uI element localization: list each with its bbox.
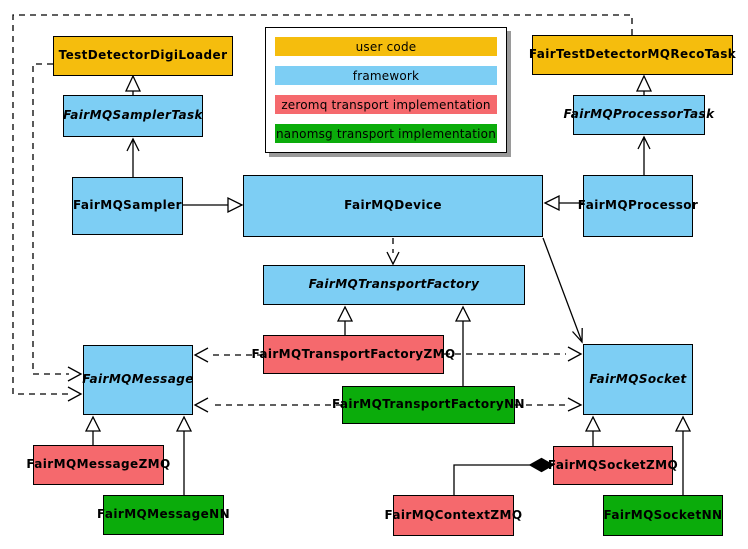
node-fairmqsamplertask: FairMQSamplerTask (63, 95, 203, 137)
node-fairmqtransportfactoryzmq: FairMQTransportFactoryZMQ (251, 335, 455, 374)
inheritance-arrow (84, 74, 692, 495)
dependency-arrow (12, 14, 633, 413)
legend-item-nanomsg: nanomsg transport implementation (275, 124, 497, 143)
legend-item-user-code: user code (275, 37, 497, 56)
node-fairmqmessagenn: FairMQMessageNN (97, 495, 230, 535)
legend-item-zeromq: zeromq transport implementation (275, 95, 497, 114)
legend-item-framework: framework (275, 66, 497, 85)
legend: user code framework zeromq transport imp… (265, 27, 507, 153)
node-fairmqdevice: FairMQDevice (243, 175, 543, 237)
node-fairmqtransportfactorynn: FairMQTransportFactoryNN (332, 386, 525, 424)
node-fairtestdetectormqrecotask: FairTestDetectorMQRecoTask (529, 35, 736, 75)
node-testdetectordigiloader: TestDetectorDigiLoader (53, 36, 233, 76)
node-fairmqsocket: FairMQSocket (583, 344, 693, 415)
node-fairmqcontextzmq: FairMQContextZMQ (385, 495, 522, 536)
node-fairmqsampler: FairMQSampler (72, 177, 183, 235)
node-fairmqprocessortask: FairMQProcessorTask (564, 95, 714, 135)
node-fairmqsocketnn: FairMQSocketNN (603, 495, 723, 536)
node-fairmqtransportfactory: FairMQTransportFactory (263, 265, 525, 305)
node-fairmqmessagezmq: FairMQMessageZMQ (26, 445, 170, 485)
open-arrow (126, 135, 651, 177)
node-fairmqmessage: FairMQMessage (82, 345, 193, 415)
node-fairmqprocessor: FairMQProcessor (578, 175, 698, 237)
association-arrow (542, 237, 583, 344)
composition-diamond (453, 457, 555, 495)
node-fairmqsocketzmq: FairMQSocketZMQ (548, 446, 678, 485)
